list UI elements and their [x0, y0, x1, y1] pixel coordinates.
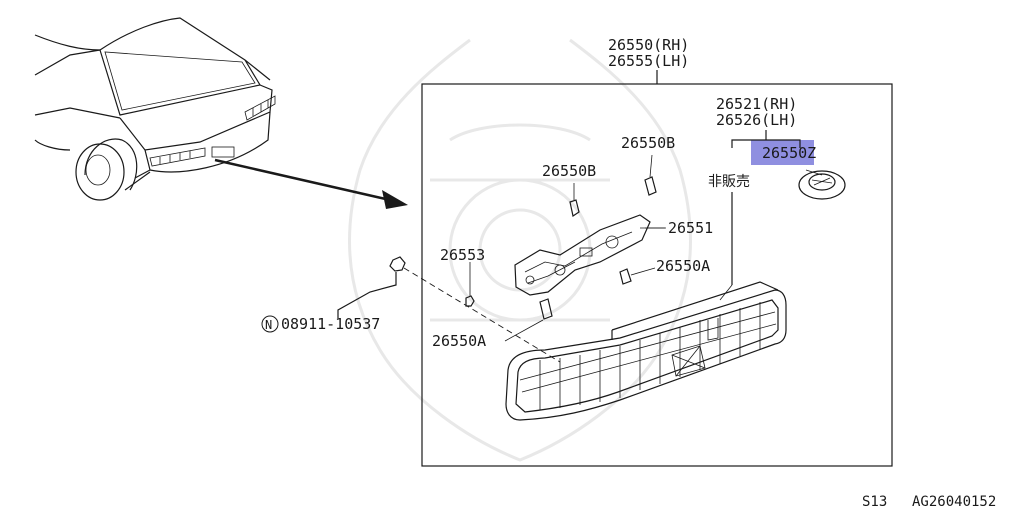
nut-part [337, 256, 561, 363]
nut-part-label: 08911-10537 [281, 315, 380, 333]
nut-part-number: N 08911-10537 [261, 315, 380, 333]
footer-code: AG26040152 [912, 494, 996, 510]
bulb-b-right-part [644, 154, 657, 196]
assembly-rh-label: 26550(RH) [608, 36, 689, 54]
seal-ring-part [798, 169, 846, 200]
not-for-sale-label: 非販売 [708, 174, 750, 190]
pointer-arrow [214, 158, 408, 209]
combination-lamp-lens [505, 281, 787, 421]
socket-plate-label: 26551 [668, 219, 713, 237]
nut-symbol: N [265, 318, 272, 332]
bulb-a-right-label: 26550A [656, 257, 710, 275]
bulb-a-left-part [504, 298, 553, 342]
bulb-b-right-label: 26550B [621, 134, 675, 152]
lens-kit-label: 26550Z [762, 144, 816, 162]
housing-rh-label: 26521(RH) [716, 95, 797, 113]
bulb-a-right-part [619, 267, 656, 285]
lens-kit-highlight [751, 140, 814, 165]
bulb-a-left-label: 26550A [432, 332, 486, 350]
watermark-emblem [348, 38, 692, 462]
bulb-b-left-part [569, 183, 580, 217]
bulb-b-left-label: 26550B [542, 162, 596, 180]
housing-lh-label: 26526(LH) [716, 111, 797, 129]
car-illustration [34, 17, 276, 201]
nut-label: 26553 [440, 246, 485, 264]
footer-model: S13 [862, 494, 887, 510]
assembly-lh-label: 26555(LH) [608, 52, 689, 70]
